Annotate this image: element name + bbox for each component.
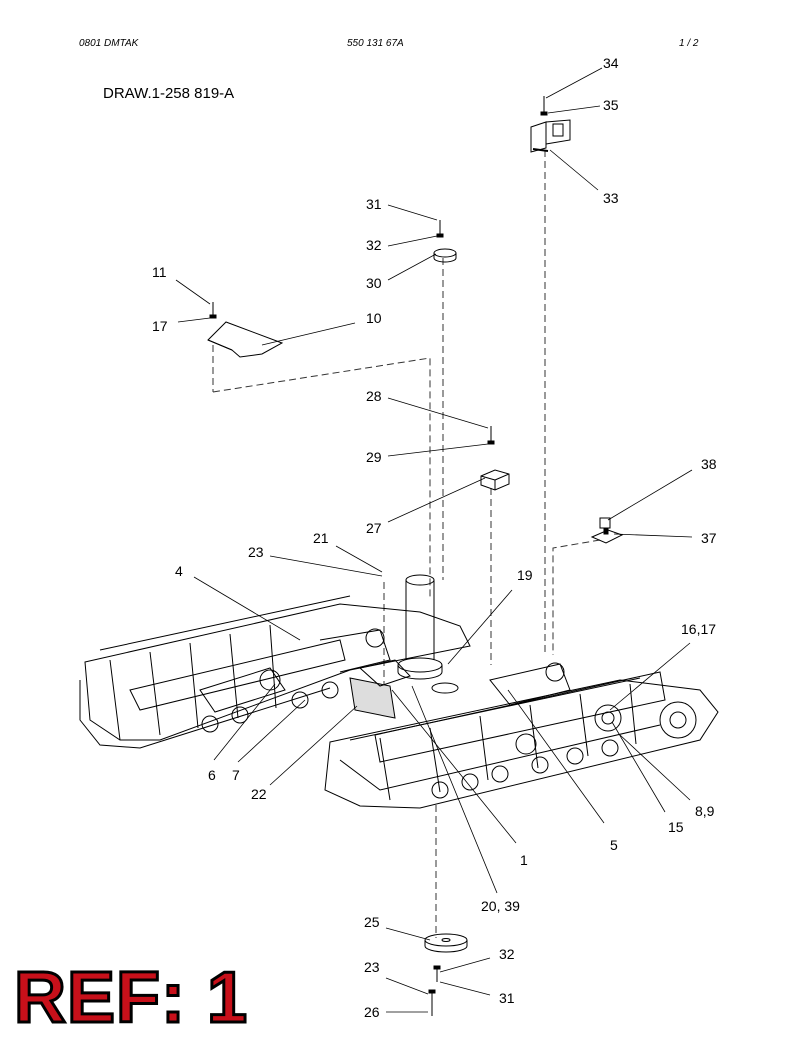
header-part-number: 550 131 67A [347, 38, 404, 49]
part-37-38-fitting [590, 517, 624, 544]
header-doc-code: 0801 DMTAK [79, 38, 139, 49]
callout-29: 29 [366, 449, 382, 465]
reference-stamp: REF: 1 [12, 958, 249, 1038]
callout-32-top: 32 [366, 237, 382, 253]
part-27-block [480, 426, 510, 491]
callout-19: 19 [517, 567, 533, 583]
callout-20-39: 20, 39 [481, 898, 520, 914]
part-30-washer [433, 220, 457, 263]
callout-7: 7 [232, 767, 240, 783]
callout-10: 10 [366, 310, 382, 326]
assembly-dashed-lines [212, 150, 601, 938]
callout-32-bottom: 32 [499, 946, 515, 962]
callout-28: 28 [366, 388, 382, 404]
callout-31-top: 31 [366, 196, 382, 212]
callout-38: 38 [701, 456, 717, 472]
callout-33: 33 [603, 190, 619, 206]
callout-8-9: 8,9 [695, 803, 715, 819]
callout-21: 21 [313, 530, 329, 546]
callout-34: 34 [603, 55, 619, 71]
callout-26: 26 [364, 1004, 380, 1020]
callout-11: 11 [152, 264, 167, 280]
callout-23-top: 23 [248, 544, 264, 560]
left-crawler-track [79, 595, 471, 749]
right-crawler-track [324, 662, 719, 809]
leader-lines [175, 67, 693, 1013]
part-25-bottom-plate [424, 933, 468, 1016]
callout-4: 4 [175, 563, 183, 579]
callout-15: 15 [668, 819, 684, 835]
callout-27: 27 [366, 520, 382, 536]
callout-6: 6 [208, 767, 216, 783]
drawing-number: DRAW.1-258 819-A [103, 85, 235, 102]
callout-37: 37 [701, 530, 717, 546]
callout-5: 5 [610, 837, 618, 853]
callout-35: 35 [603, 97, 619, 113]
central-post [397, 574, 459, 694]
callout-22: 22 [251, 786, 267, 802]
callout-1: 1 [520, 852, 528, 868]
callout-31-bottom: 31 [499, 990, 515, 1006]
callout-numbers: 34 35 33 31 32 30 11 17 10 28 29 27 38 3… [152, 55, 717, 1020]
part-33-bracket [530, 96, 571, 153]
callout-30: 30 [366, 275, 382, 291]
header-page-number: 1 / 2 [679, 38, 699, 49]
part-10-cover-plate [207, 302, 284, 358]
callout-25: 25 [364, 914, 380, 930]
callout-23-bottom: 23 [364, 959, 380, 975]
frame-panel [349, 659, 411, 719]
callout-16-17: 16,17 [681, 621, 716, 637]
callout-17: 17 [152, 318, 168, 334]
